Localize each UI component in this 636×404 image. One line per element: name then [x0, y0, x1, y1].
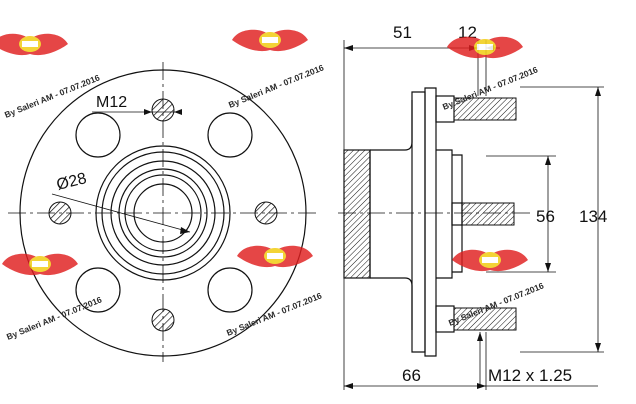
- front-stud-right: [254, 201, 278, 225]
- front-view: M12 Ø28: [8, 62, 320, 362]
- front-hub-ring-3: [110, 160, 216, 266]
- front-m12-label: M12: [96, 94, 127, 111]
- front-hole-upper-left: [75, 112, 121, 158]
- front-bore-leader: [51, 193, 191, 233]
- watermark-logo-4: [2, 253, 78, 276]
- thread-spec-label: M12 x 1.25: [488, 366, 572, 385]
- dim-56-label: 56: [536, 207, 555, 226]
- front-hub-ring-5: [124, 174, 202, 252]
- watermark-logo-1: [0, 33, 68, 56]
- watermark-text-5: By Saleri AM - 07.07.2016: [225, 290, 323, 337]
- front-hub-ring-2: [101, 151, 225, 275]
- front-hub-ring-4: [118, 168, 208, 258]
- watermark-logos: [0, 29, 528, 276]
- side-stud-top: [435, 95, 517, 123]
- front-hub-bore: [133, 183, 193, 243]
- side-flange: [411, 91, 426, 353]
- dim-51-label: 51: [393, 23, 412, 42]
- dim-66-label: 66: [402, 366, 421, 385]
- front-bore-label: Ø28: [55, 170, 89, 194]
- watermark-logo-2: [232, 29, 308, 52]
- side-hub-knurl: [343, 149, 371, 279]
- front-stud-left: [48, 201, 72, 225]
- watermark-logo-5: [237, 245, 313, 268]
- watermark-text-1: By Saleri AM - 07.07.2016: [3, 72, 101, 119]
- watermark-logo-6: [452, 249, 528, 272]
- side-hub-body: [370, 100, 413, 330]
- side-view: 51 12 56 134 66 M12 x 1.25: [338, 23, 607, 390]
- side-stud-middle: [451, 202, 515, 226]
- side-stud-bottom: [435, 305, 517, 333]
- front-stud-bottom: [151, 308, 175, 332]
- front-hole-upper-right: [207, 112, 253, 158]
- watermark-logo-3: [447, 36, 523, 59]
- front-hole-lower-left: [75, 267, 121, 313]
- front-hole-lower-right: [207, 267, 253, 313]
- front-hub-ring-outer: [95, 145, 231, 281]
- watermark-text-2: By Saleri AM - 07.07.2016: [227, 62, 325, 109]
- dim-134-label: 134: [579, 207, 607, 226]
- front-stud-top: [151, 98, 175, 122]
